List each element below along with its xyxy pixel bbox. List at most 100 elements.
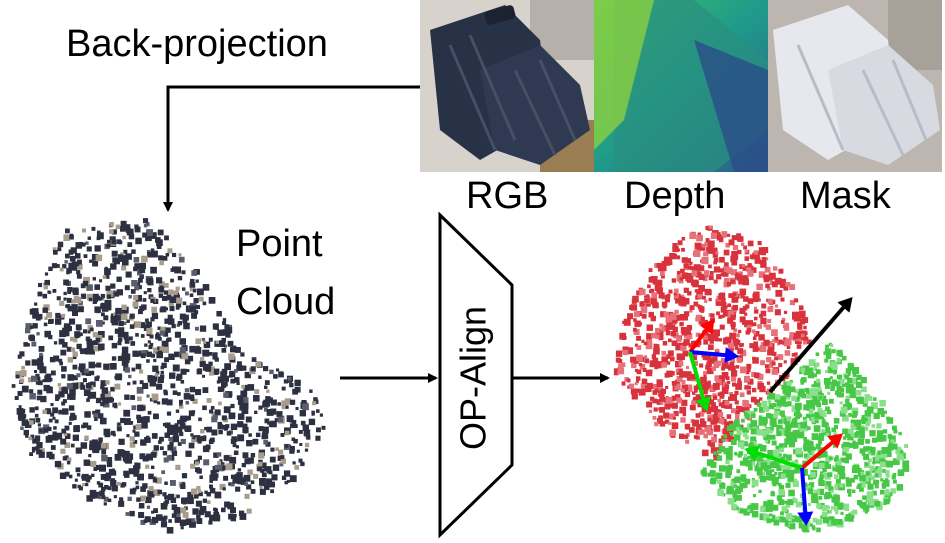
- cloud-point: [116, 423, 122, 429]
- part-point-red: [634, 343, 638, 347]
- cloud-point: [48, 266, 53, 271]
- cloud-point: [38, 283, 43, 288]
- part-point-red: [634, 320, 641, 327]
- part-point-red: [780, 297, 785, 302]
- cloud-point: [117, 341, 122, 346]
- part-point-red: [700, 376, 707, 384]
- part-point-red: [666, 293, 671, 298]
- cloud-point: [153, 399, 158, 404]
- cloud-point: [52, 407, 59, 414]
- cloud-point: [37, 423, 41, 427]
- part-point-red: [759, 345, 767, 352]
- cloud-point: [215, 340, 219, 344]
- cloud-point: [168, 300, 175, 307]
- cloud-point: [79, 332, 83, 337]
- part-point-red: [731, 325, 736, 330]
- part-point-green: [833, 474, 839, 480]
- part-point-red: [735, 333, 740, 338]
- cloud-point: [159, 436, 164, 442]
- part-point-red: [707, 334, 715, 341]
- cloud-point: [75, 447, 82, 454]
- part-point-green: [836, 479, 841, 484]
- cloud-point: [185, 450, 192, 457]
- cloud-point: [143, 416, 150, 423]
- cloud-point: [76, 273, 82, 279]
- part-point-red: [690, 373, 696, 380]
- part-point-green: [819, 474, 824, 479]
- cloud-point: [195, 467, 200, 473]
- depth-label: Depth: [624, 175, 726, 217]
- part-point-green: [898, 431, 902, 436]
- cloud-point: [125, 253, 132, 260]
- cloud-point: [124, 224, 131, 230]
- cloud-point: [112, 485, 117, 490]
- part-point-red: [726, 433, 733, 440]
- part-point-green: [837, 471, 841, 475]
- cloud-point: [217, 464, 225, 472]
- cloud-point: [111, 250, 118, 257]
- cloud-point: [36, 442, 43, 449]
- cloud-point: [134, 321, 141, 328]
- part-point-red: [727, 343, 734, 350]
- part-point-green: [824, 383, 830, 389]
- cloud-point: [110, 398, 114, 402]
- cloud-point: [100, 474, 107, 480]
- part-point-red: [664, 419, 670, 424]
- part-point-green: [797, 431, 805, 439]
- part-point-red: [771, 368, 778, 375]
- cloud-point: [239, 404, 246, 411]
- part-point-green: [890, 488, 896, 494]
- part-point-green: [866, 496, 874, 503]
- part-point-green: [829, 376, 833, 380]
- part-point-green: [808, 359, 816, 366]
- cloud-point: [132, 350, 139, 357]
- part-point-red: [703, 371, 707, 375]
- cloud-point: [280, 458, 286, 464]
- part-point-red: [651, 384, 657, 390]
- part-point-red: [661, 274, 665, 279]
- point-label: Point: [236, 223, 323, 265]
- cloud-point: [300, 461, 305, 467]
- cloud-point: [169, 306, 175, 312]
- cloud-point: [222, 375, 229, 382]
- cloud-point: [182, 287, 186, 291]
- part-point-green: [772, 449, 780, 456]
- part-point-red: [707, 240, 715, 248]
- part-point-green: [808, 451, 813, 456]
- part-point-green: [851, 489, 856, 493]
- part-point-red: [645, 369, 653, 377]
- cloud-point: [39, 352, 43, 357]
- part-point-red: [731, 251, 739, 258]
- part-point-red: [730, 294, 734, 298]
- part-point-red: [739, 392, 745, 398]
- cloud-point: [130, 341, 136, 346]
- cloud-point: [84, 368, 89, 374]
- part-point-red: [744, 401, 750, 407]
- cloud-point: [253, 473, 259, 479]
- part-point-green: [732, 490, 738, 495]
- cloud-point: [230, 403, 235, 409]
- part-point-green: [844, 374, 850, 380]
- cloud-point: [159, 346, 164, 351]
- cloud-point: [209, 479, 213, 483]
- part-point-red: [652, 302, 657, 308]
- cloud-point: [44, 279, 50, 286]
- part-point-green: [767, 499, 774, 507]
- cloud-point: [162, 255, 168, 261]
- cloud-point: [98, 482, 104, 488]
- cloud-point: [123, 321, 127, 325]
- part-point-red: [656, 417, 663, 424]
- cloud-point: [302, 403, 309, 411]
- part-point-red: [751, 372, 757, 377]
- cloud-point: [58, 387, 63, 391]
- cloud-point: [210, 406, 215, 410]
- cloud-point: [164, 318, 170, 324]
- cloud-point: [176, 426, 183, 433]
- part-point-green: [717, 489, 724, 497]
- part-point-green: [716, 455, 723, 461]
- cloud-point: [237, 468, 242, 472]
- cloud-point: [163, 457, 169, 463]
- part-point-red: [747, 240, 754, 247]
- part-point-green: [862, 495, 867, 500]
- cloud-point: [104, 431, 111, 438]
